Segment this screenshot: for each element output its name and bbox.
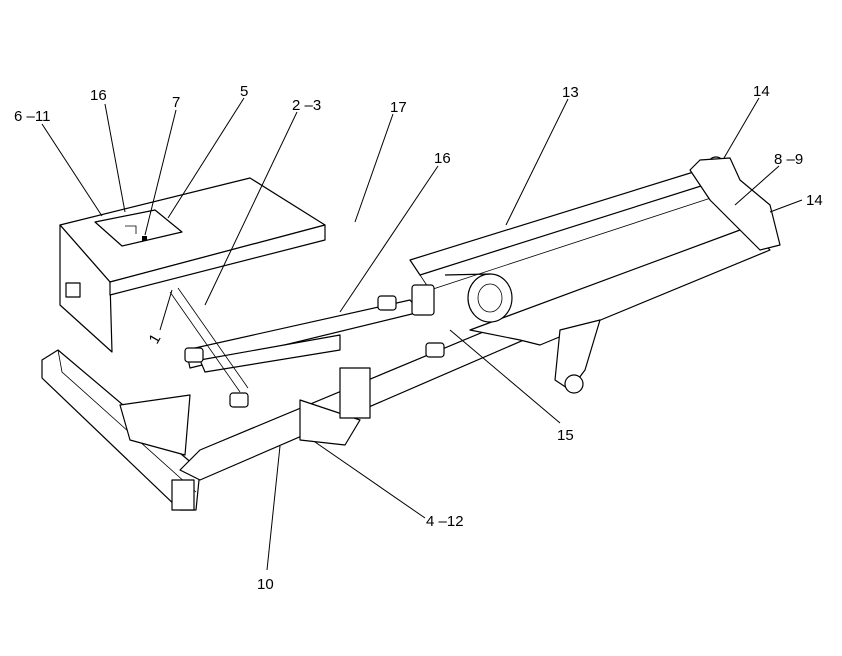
callout-1: 1 <box>146 331 165 347</box>
callout-13: 13 <box>562 84 579 101</box>
storage-box <box>59 177 326 353</box>
callout-16-mid: 16 <box>434 150 451 167</box>
underside-pan <box>119 367 371 456</box>
leader-lines <box>41 97 803 571</box>
callout-8-9: 8 –9 <box>774 151 803 168</box>
drive-cylinder <box>444 273 513 323</box>
callout-16-top: 16 <box>90 87 107 104</box>
callout-14-right: 14 <box>806 192 823 209</box>
callout-10: 10 <box>257 576 274 593</box>
callout-14-top: 14 <box>753 83 770 100</box>
callout-7: 7 <box>172 94 180 111</box>
callout-5: 5 <box>240 83 248 100</box>
rear-eyes <box>689 156 781 251</box>
callout-6-11: 6 –11 <box>14 108 50 125</box>
callout-4-12: 4 –12 <box>426 513 464 530</box>
front-bumper <box>41 349 201 511</box>
mount-bushings <box>184 284 445 408</box>
callout-17: 17 <box>390 99 407 116</box>
callout-labels: 6 –11 16 7 5 2 –3 17 16 13 14 8 –9 14 1 … <box>14 83 823 593</box>
callout-2-3: 2 –3 <box>292 97 321 114</box>
tow-hitch <box>554 319 601 394</box>
callout-15: 15 <box>557 427 574 444</box>
